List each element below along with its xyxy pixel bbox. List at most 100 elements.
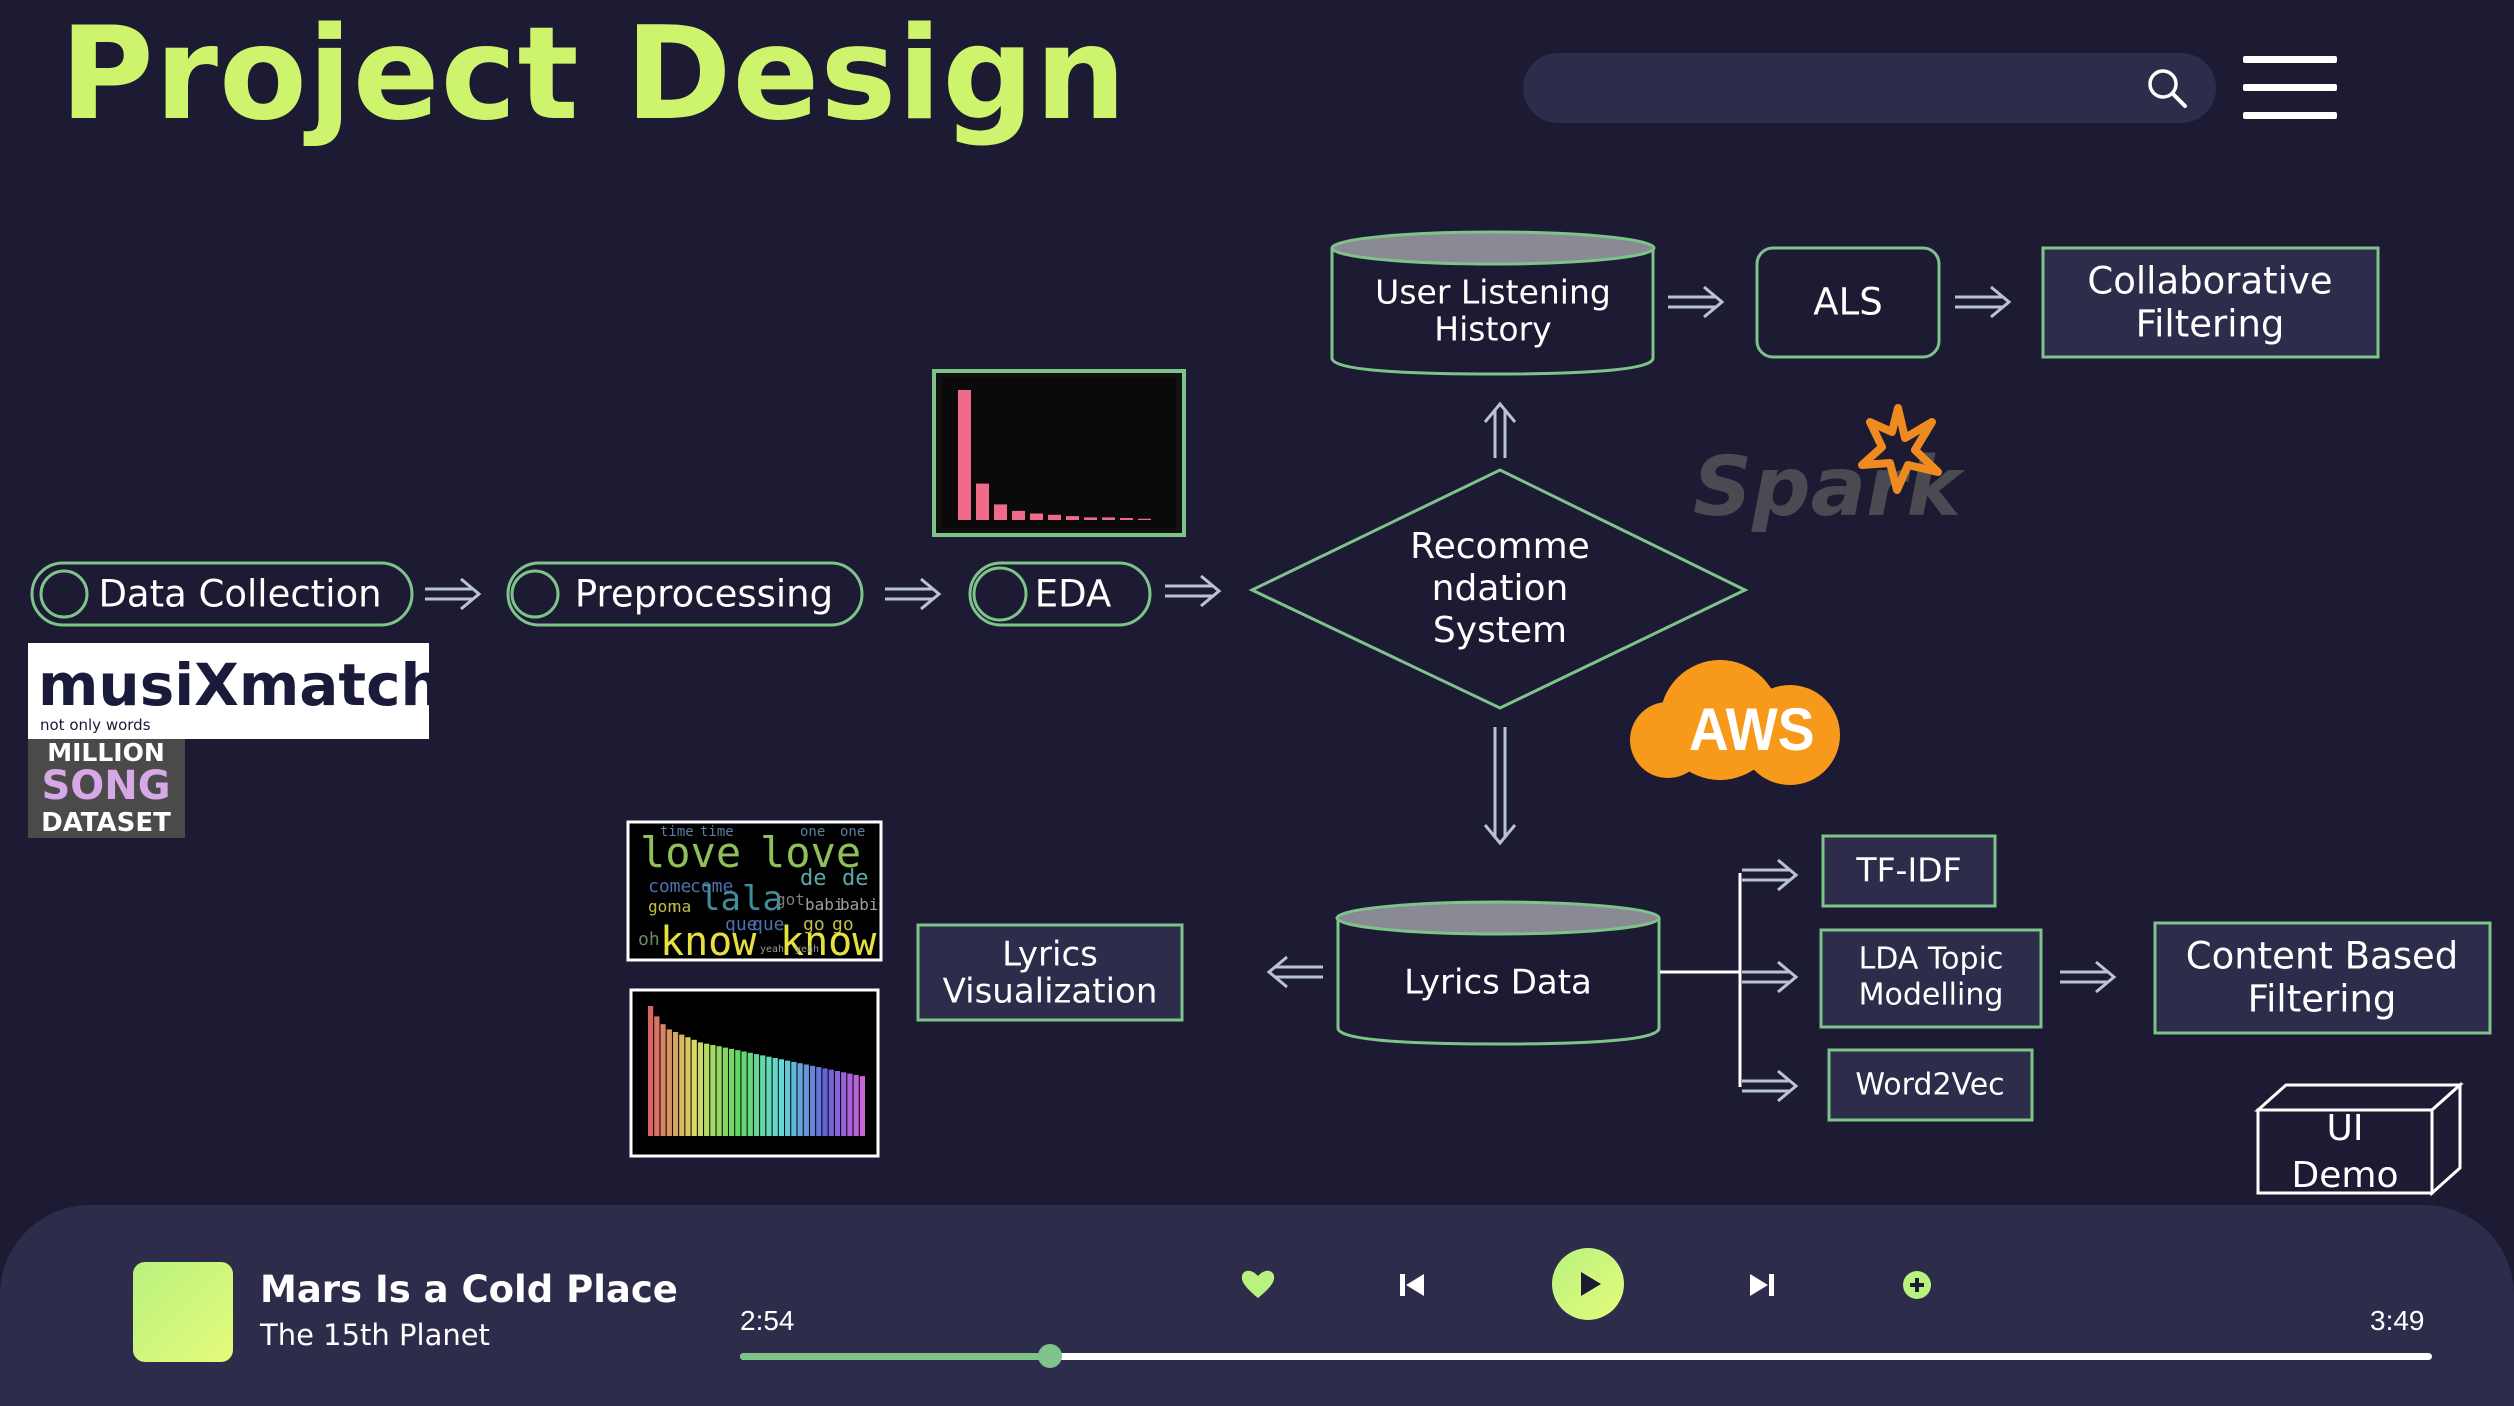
wordcloud-word: go <box>832 914 854 935</box>
recommendation-line-1: Recomme <box>1410 526 1590 567</box>
play-button[interactable] <box>1552 1248 1624 1320</box>
genre-chart-thumbnail <box>629 988 880 1158</box>
eda-bar <box>1084 517 1097 520</box>
eda-bar <box>976 483 989 520</box>
arrow-to-tfidf <box>1740 858 1798 892</box>
genre-bar <box>722 1047 728 1136</box>
track-title: Mars Is a Cold Place <box>260 1268 678 1311</box>
preprocessing-label: Preprocessing <box>575 573 833 616</box>
wordcloud-word: time <box>660 824 694 840</box>
genre-bar <box>660 1024 666 1136</box>
genre-bar <box>853 1074 859 1136</box>
genre-bar <box>809 1065 816 1136</box>
time-total: 3:49 <box>2370 1305 2425 1336</box>
million-song-dataset-logo: MILLION SONG DATASET <box>28 738 185 838</box>
eda-node: EDA <box>968 561 1152 627</box>
lyrics-branch-connector <box>1660 873 1742 1087</box>
eda-bar <box>958 390 971 520</box>
aws-logo: AWS <box>1630 660 1840 785</box>
word2vec-node: Word2Vec <box>1827 1048 2034 1122</box>
collaborative-line-1: Collaborative <box>2087 260 2332 303</box>
lyrics-visualization-line-1: Lyrics <box>1002 935 1098 975</box>
wordcloud-word: la <box>742 879 783 919</box>
genre-bar <box>648 1006 654 1136</box>
lda-line-2: Modelling <box>1859 978 2004 1013</box>
spark-logo: Spark <box>1693 404 1966 535</box>
wordcloud-word: go <box>803 914 825 935</box>
genre-bar <box>778 1059 785 1136</box>
arrow-to-word2vec <box>1740 1069 1798 1103</box>
lda-topic-node: LDA Topic Modelling <box>1819 928 2043 1029</box>
genre-bar <box>728 1048 735 1136</box>
lyrics-data-label: Lyrics Data <box>1404 963 1592 1003</box>
genre-bar <box>697 1042 704 1136</box>
wordcloud-word: la <box>700 879 741 919</box>
content-based-filtering-node: Content Based Filtering <box>2153 921 2492 1035</box>
genre-bar <box>666 1029 672 1136</box>
tfidf-label: TF-IDF <box>1855 851 1961 890</box>
arrow-lda-to-content <box>2058 960 2116 994</box>
genre-bar <box>834 1071 841 1136</box>
eda-bar <box>1120 518 1133 520</box>
genre-bar <box>672 1032 679 1136</box>
wordcloud-word: de <box>842 866 869 891</box>
genre-bar <box>859 1076 865 1136</box>
eda-bar <box>1138 518 1151 520</box>
wordcloud-word: babi <box>840 895 879 914</box>
skip-previous-icon[interactable] <box>1398 1272 1426 1298</box>
skip-next-icon[interactable] <box>1748 1272 1776 1298</box>
history-line-1: User Listening <box>1375 273 1611 312</box>
svg-text:MILLION: MILLION <box>47 739 165 767</box>
progress-fill <box>740 1353 1050 1360</box>
als-node: ALS <box>1755 246 1941 359</box>
wordcloud-word: got <box>776 890 805 909</box>
genre-bar <box>828 1069 834 1136</box>
hamburger-menu-icon[interactable] <box>2243 56 2337 120</box>
heart-icon[interactable] <box>1240 1268 1276 1300</box>
word2vec-label: Word2Vec <box>1855 1068 2004 1103</box>
genre-bar <box>654 1016 660 1136</box>
svg-text:SONG: SONG <box>41 763 170 809</box>
ui-demo-line-1: UI <box>2327 1108 2364 1149</box>
wordcloud-word: babi <box>805 895 844 914</box>
genre-bar <box>741 1051 747 1136</box>
arrow-lyrics-to-visualization <box>1267 955 1325 989</box>
eda-chart-thumbnail <box>932 369 1186 537</box>
wordcloud-word: love <box>640 828 741 877</box>
wordcloud-word: de <box>800 866 827 891</box>
play-icon <box>1581 1272 1601 1296</box>
lyrics-data-node: Lyrics Data <box>1335 900 1661 1046</box>
musixmatch-logo: musiXmatch not only words <box>28 643 442 739</box>
eda-bar <box>994 504 1007 520</box>
wordcloud-word: time <box>700 824 734 840</box>
wordcloud-word: gon <box>648 897 677 916</box>
lyrics-visualization-line-2: Visualization <box>943 972 1158 1012</box>
genre-bar <box>735 1050 741 1136</box>
ui-demo-button[interactable]: UI Demo <box>2254 1081 2464 1197</box>
time-elapsed: 2:54 <box>740 1305 795 1336</box>
lyrics-visualization-node: Lyrics Visualization <box>916 923 1184 1022</box>
lda-line-1: LDA Topic <box>1859 942 2004 977</box>
search-icon[interactable] <box>2146 67 2188 109</box>
genre-bar <box>785 1060 791 1136</box>
tfidf-node: TF-IDF <box>1821 834 1997 908</box>
genre-bar <box>816 1067 822 1136</box>
progress-bar[interactable] <box>740 1344 2432 1368</box>
wordcloud-word: yeah <box>795 944 819 955</box>
album-art <box>133 1262 233 1362</box>
arrow-recommendation-to-history <box>1483 402 1517 460</box>
genre-bar <box>766 1056 772 1136</box>
genre-bar <box>822 1068 828 1136</box>
collaborative-filtering-node: Collaborative Filtering <box>2041 246 2380 359</box>
svg-text:DATASET: DATASET <box>41 808 171 838</box>
svg-text:not only words: not only words <box>40 716 151 734</box>
search-input[interactable] <box>1523 53 2216 123</box>
svg-text:musiXmatch: musiXmatch <box>38 651 429 719</box>
progress-knob[interactable] <box>1037 1344 1062 1368</box>
genre-bar <box>747 1052 753 1136</box>
wordcloud-word: one <box>800 824 825 840</box>
track-artist: The 15th Planet <box>260 1318 490 1352</box>
plus-circle-icon[interactable] <box>1902 1270 1932 1300</box>
collaborative-line-2: Filtering <box>2136 303 2285 346</box>
